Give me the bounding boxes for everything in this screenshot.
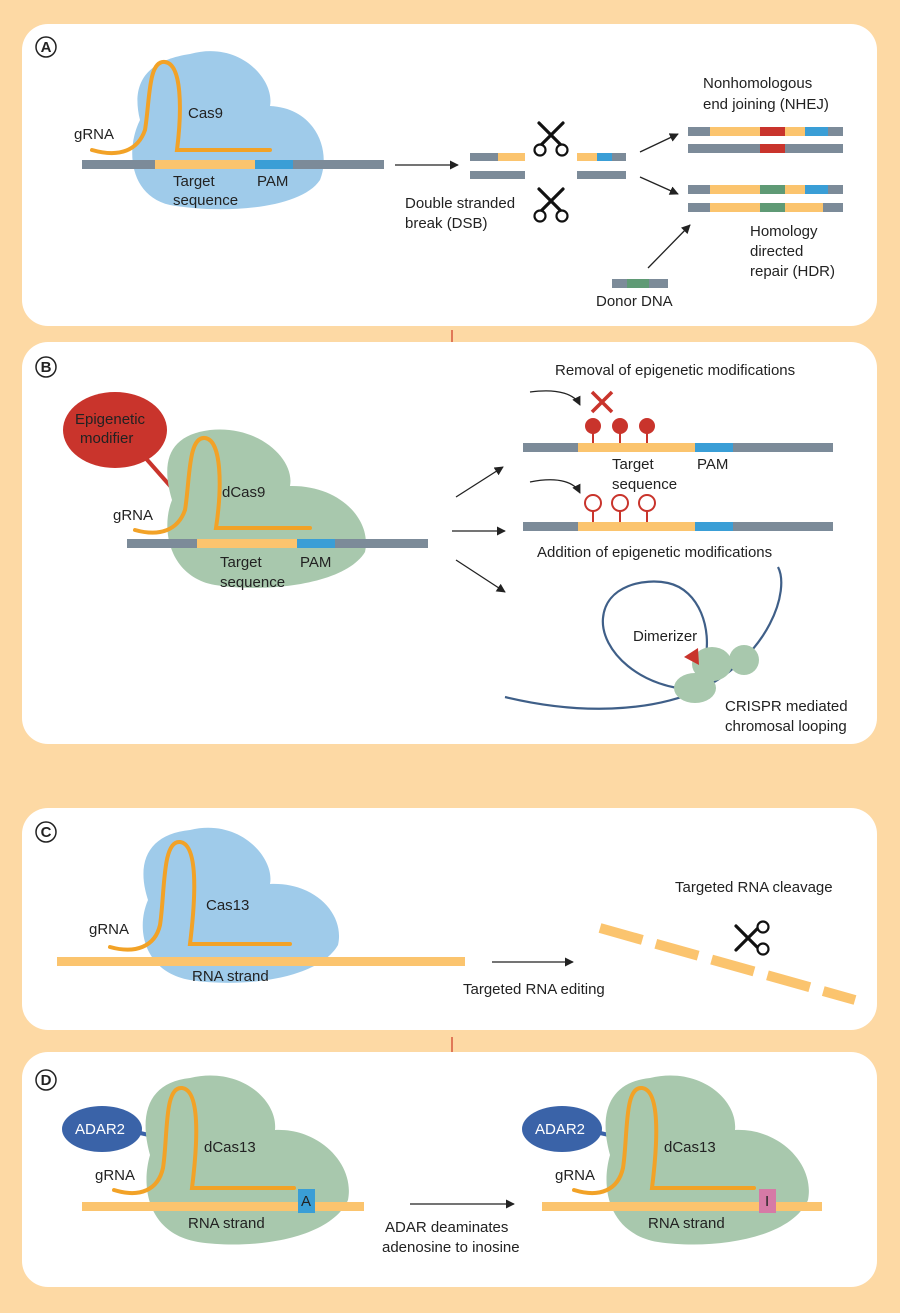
broken-dna [470,153,626,179]
dcas9-dimer [674,645,759,703]
curved-arrow-removal [529,390,581,406]
target-label-2: sequence [220,574,285,591]
addition-dna [523,522,833,531]
dcas13-label: dCas13 [664,1139,716,1156]
guide-rna [572,1086,756,1195]
adar2-label: ADAR2 [75,1121,125,1138]
out-pam-label: PAM [697,456,728,473]
dcas9-protein [167,429,366,588]
addition-label: Addition of epigenetic modifications [537,544,772,561]
grna-label: gRNA [74,126,114,143]
adenosine-base [298,1189,315,1213]
panel-b-letter: B [41,359,52,376]
rna-strand-label: RNA strand [192,968,269,985]
guide-rna [112,1086,296,1195]
modifier-label: Epigenetic [75,411,146,428]
nhej-label: Nonhomologous [703,75,812,92]
target-label: Target [220,554,263,571]
target-label: Target [173,173,216,190]
grna-label: gRNA [95,1167,135,1184]
arrow-to-nhej [639,133,679,153]
hdr-label-2: directed [750,243,803,260]
target-sequence [155,160,255,169]
guide-rna [90,60,272,156]
adar2-label: ADAR2 [535,1121,585,1138]
deamination-label: ADAR deaminates [385,1219,508,1236]
panel-c-badge [35,821,57,843]
modifier-label-2: modifier [80,430,133,447]
panel-a-letter: A [41,39,52,56]
panel-d-letter: D [41,1072,52,1089]
adar2-enzyme [62,1106,142,1152]
pam-site [255,160,293,169]
dcas9-label: dCas9 [222,484,265,501]
rna-strand-label: RNA strand [188,1215,265,1232]
rna-strand [82,1202,364,1211]
panel-b-badge [35,356,57,378]
rna-strand [57,957,465,966]
hdr-label-3: repair (HDR) [750,263,835,280]
filled-lollipop-icon [585,418,655,443]
cross-icon [590,390,614,414]
dimerizer-label: Dimerizer [633,628,697,645]
panel-b: B Epigenetic modifier gRNA dCas9 Target … [22,342,877,744]
panel-d: D ADAR2 A gRNA dCas13 RNA strand ADAR de… [22,1052,877,1287]
looping-label: CRISPR mediated [725,698,848,715]
rna-strand-label: RNA strand [648,1215,725,1232]
editing-label: Targeted RNA editing [463,981,605,998]
nhej-product [688,127,843,153]
panel-c-letter: C [41,824,52,841]
cleavage-label: Targeted RNA cleavage [675,879,833,896]
grna-label: gRNA [89,921,129,938]
break-label: Double stranded [405,195,515,212]
target-label-2: sequence [173,192,238,209]
donor-dna [612,279,668,288]
panel-c: C gRNA Cas13 RNA strand Targeted RNA edi… [22,808,877,1030]
panel-d-badge [35,1069,57,1091]
target-sequence [197,539,297,548]
guide-rna [108,840,292,952]
grna-label: gRNA [555,1167,595,1184]
arrow-to-looping [455,559,506,593]
guide-rna [133,436,312,535]
epigenetic-modifier [63,392,167,468]
cas9-label: Cas9 [188,105,223,122]
cas13-label: Cas13 [206,897,249,914]
out-target-label: Target [612,456,655,473]
pam-label: PAM [257,173,288,190]
hdr-label: Homology [750,223,818,240]
dcas13-label: dCas13 [204,1139,256,1156]
panel-a-badge [35,36,57,58]
deamination-label-2: adenosine to inosine [382,1239,520,1256]
curved-arrow-addition [529,479,581,494]
hdr-product [688,185,843,212]
donor-label: Donor DNA [596,293,673,310]
removal-label: Removal of epigenetic modifications [555,362,795,379]
arrow-to-hdr [639,176,679,195]
adenosine-label: A [301,1193,311,1210]
open-lollipop-icon [584,494,656,522]
arrow-to-removal [455,466,504,498]
removal-dna [523,443,833,452]
grna-label: gRNA [113,507,153,524]
arrow-donor-to-hdr [647,224,691,269]
panel-a: A gRNA Cas9 Target sequence PAM Double s… [22,24,877,326]
pam-label: PAM [300,554,331,571]
break-label-2: break (DSB) [405,215,488,232]
pam-site [297,539,335,548]
inosine-label: I [765,1193,769,1210]
adar2-enzyme [522,1106,602,1152]
out-target-label-2: sequence [612,476,677,493]
nhej-label-2: end joining (NHEJ) [703,96,829,113]
cleaved-rna [598,923,857,1005]
inosine-base [759,1189,776,1213]
looping-label-2: chromosal looping [725,718,847,735]
rna-strand [542,1202,822,1211]
